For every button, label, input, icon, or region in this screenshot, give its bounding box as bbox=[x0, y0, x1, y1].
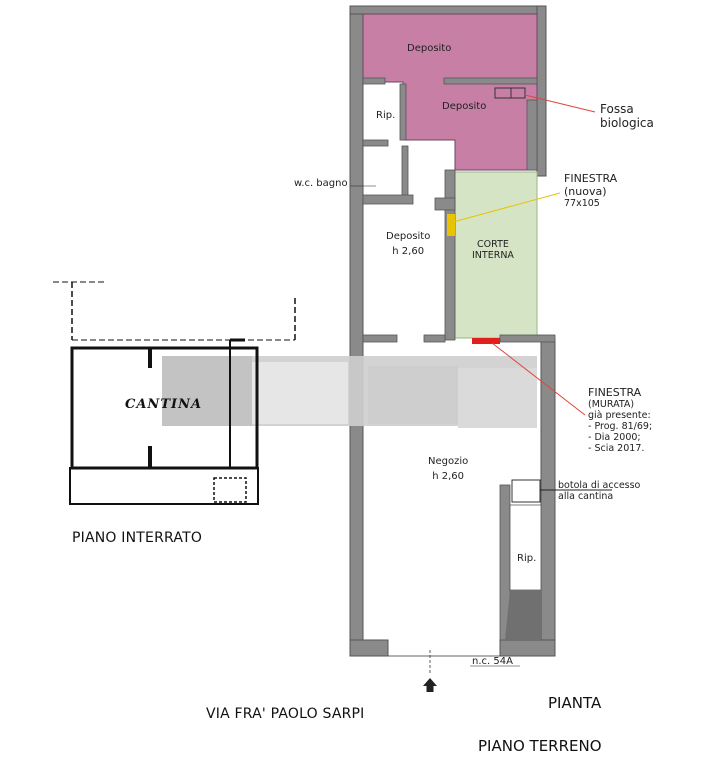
negozio-height: h 2,60 bbox=[432, 471, 465, 482]
fossa-box bbox=[494, 87, 526, 99]
front-wall-right bbox=[499, 639, 556, 657]
pianta-caption: PIANTA bbox=[548, 694, 602, 712]
corte-interna-label: CORTE INTERNA bbox=[472, 239, 514, 261]
fossa-biologica-note: Fossa biologica bbox=[600, 102, 654, 130]
entrance-arrow-icon bbox=[423, 678, 437, 692]
right-wall-lower bbox=[540, 339, 556, 657]
corte-line1: CORTE bbox=[477, 239, 509, 250]
botola-line1: botola di accesso bbox=[558, 480, 641, 491]
corte-left-jog bbox=[434, 197, 456, 211]
finestra-murata-window bbox=[472, 338, 500, 344]
finestra-murata-line3: già presente: bbox=[588, 410, 651, 421]
finestra-nuova-window bbox=[447, 214, 455, 236]
fossa-leader bbox=[524, 94, 596, 113]
leader-lines bbox=[350, 94, 612, 667]
finestra-murata-leader bbox=[491, 342, 586, 416]
corte-left-wall bbox=[444, 169, 456, 341]
piano-terreno-caption: PIANO TERRENO bbox=[478, 737, 602, 755]
negozio-label: Negozio h 2,60 bbox=[428, 456, 468, 483]
front-wall-left bbox=[349, 639, 389, 657]
street-caption: VIA FRA' PAOLO SARPI bbox=[206, 706, 365, 722]
corte-interna-fill bbox=[454, 171, 538, 339]
finestra-murata-note: FINESTRA (MURATA) già presente: - Prog. … bbox=[588, 386, 652, 454]
botola-box bbox=[511, 479, 541, 503]
wall-negozio-top-right bbox=[499, 334, 556, 343]
entrance bbox=[388, 650, 500, 675]
finestra-nuova-leader bbox=[452, 192, 561, 223]
deposito-h-name: Deposito bbox=[386, 231, 431, 242]
left-wall bbox=[349, 5, 364, 657]
negozio-name: Negozio bbox=[428, 456, 469, 467]
right-wall-upper bbox=[536, 5, 547, 177]
finestra-murata-line2: (MURATA) bbox=[588, 399, 635, 410]
ramp-dark bbox=[505, 590, 541, 640]
pink-right-step bbox=[526, 99, 538, 171]
finestra-nuova-line2: (nuova) bbox=[564, 185, 607, 198]
rip-top-label: Rip. bbox=[376, 110, 396, 121]
botola-note: botola di accesso alla cantina bbox=[558, 480, 640, 502]
finestra-murata-item: - Prog. 81/69; bbox=[588, 421, 653, 432]
finestra-murata-line1: FINESTRA bbox=[588, 386, 642, 399]
wall-negozio-top-mid bbox=[423, 334, 446, 343]
wall-dep-split-right bbox=[443, 77, 538, 85]
deposito-h-height: h 2,60 bbox=[392, 246, 425, 257]
botola-line2: alla cantina bbox=[558, 491, 614, 502]
wall-dep-split-left bbox=[362, 77, 386, 85]
finestra-nuova-note: FINESTRA (nuova) 77x105 bbox=[564, 172, 617, 209]
finestra-nuova-line1: FINESTRA bbox=[564, 172, 618, 185]
interior-walls bbox=[362, 77, 556, 343]
finestra-murata-item: - Dia 2000; bbox=[588, 432, 641, 443]
wc-bagno-label: w.c. bagno bbox=[294, 178, 348, 189]
rip-top-right-wall bbox=[399, 83, 407, 141]
civic-number-label: n.c. 54A bbox=[472, 656, 513, 667]
wall-negozio-top-left bbox=[362, 334, 398, 343]
finestra-murata-item: - Scia 2017. bbox=[588, 443, 645, 454]
fossa-line1: Fossa bbox=[600, 102, 634, 116]
finestra-nuova-size: 77x105 bbox=[564, 198, 600, 209]
piano-interrato-caption: PIANO INTERRATO bbox=[72, 530, 203, 546]
top-wall bbox=[349, 5, 547, 15]
wc-bottom-wall bbox=[362, 194, 414, 205]
blurred-region bbox=[162, 356, 537, 428]
rip-top-bottom-wall bbox=[362, 139, 389, 147]
deposito-h-label: Deposito h 2,60 bbox=[386, 231, 430, 258]
deposito-top-label: Deposito bbox=[407, 43, 452, 54]
fossa-line2: biologica bbox=[600, 116, 654, 130]
cantina-label: CANTINA bbox=[125, 397, 203, 412]
negozio-right-block bbox=[499, 479, 542, 641]
rip-bottom-fill bbox=[509, 504, 542, 591]
deposito-mid-label: Deposito bbox=[442, 101, 487, 112]
cantina-plan bbox=[53, 281, 296, 505]
wc-right-wall bbox=[401, 145, 409, 197]
corte-line2: INTERNA bbox=[472, 250, 514, 261]
rip-bottom-label: Rip. bbox=[517, 553, 537, 564]
